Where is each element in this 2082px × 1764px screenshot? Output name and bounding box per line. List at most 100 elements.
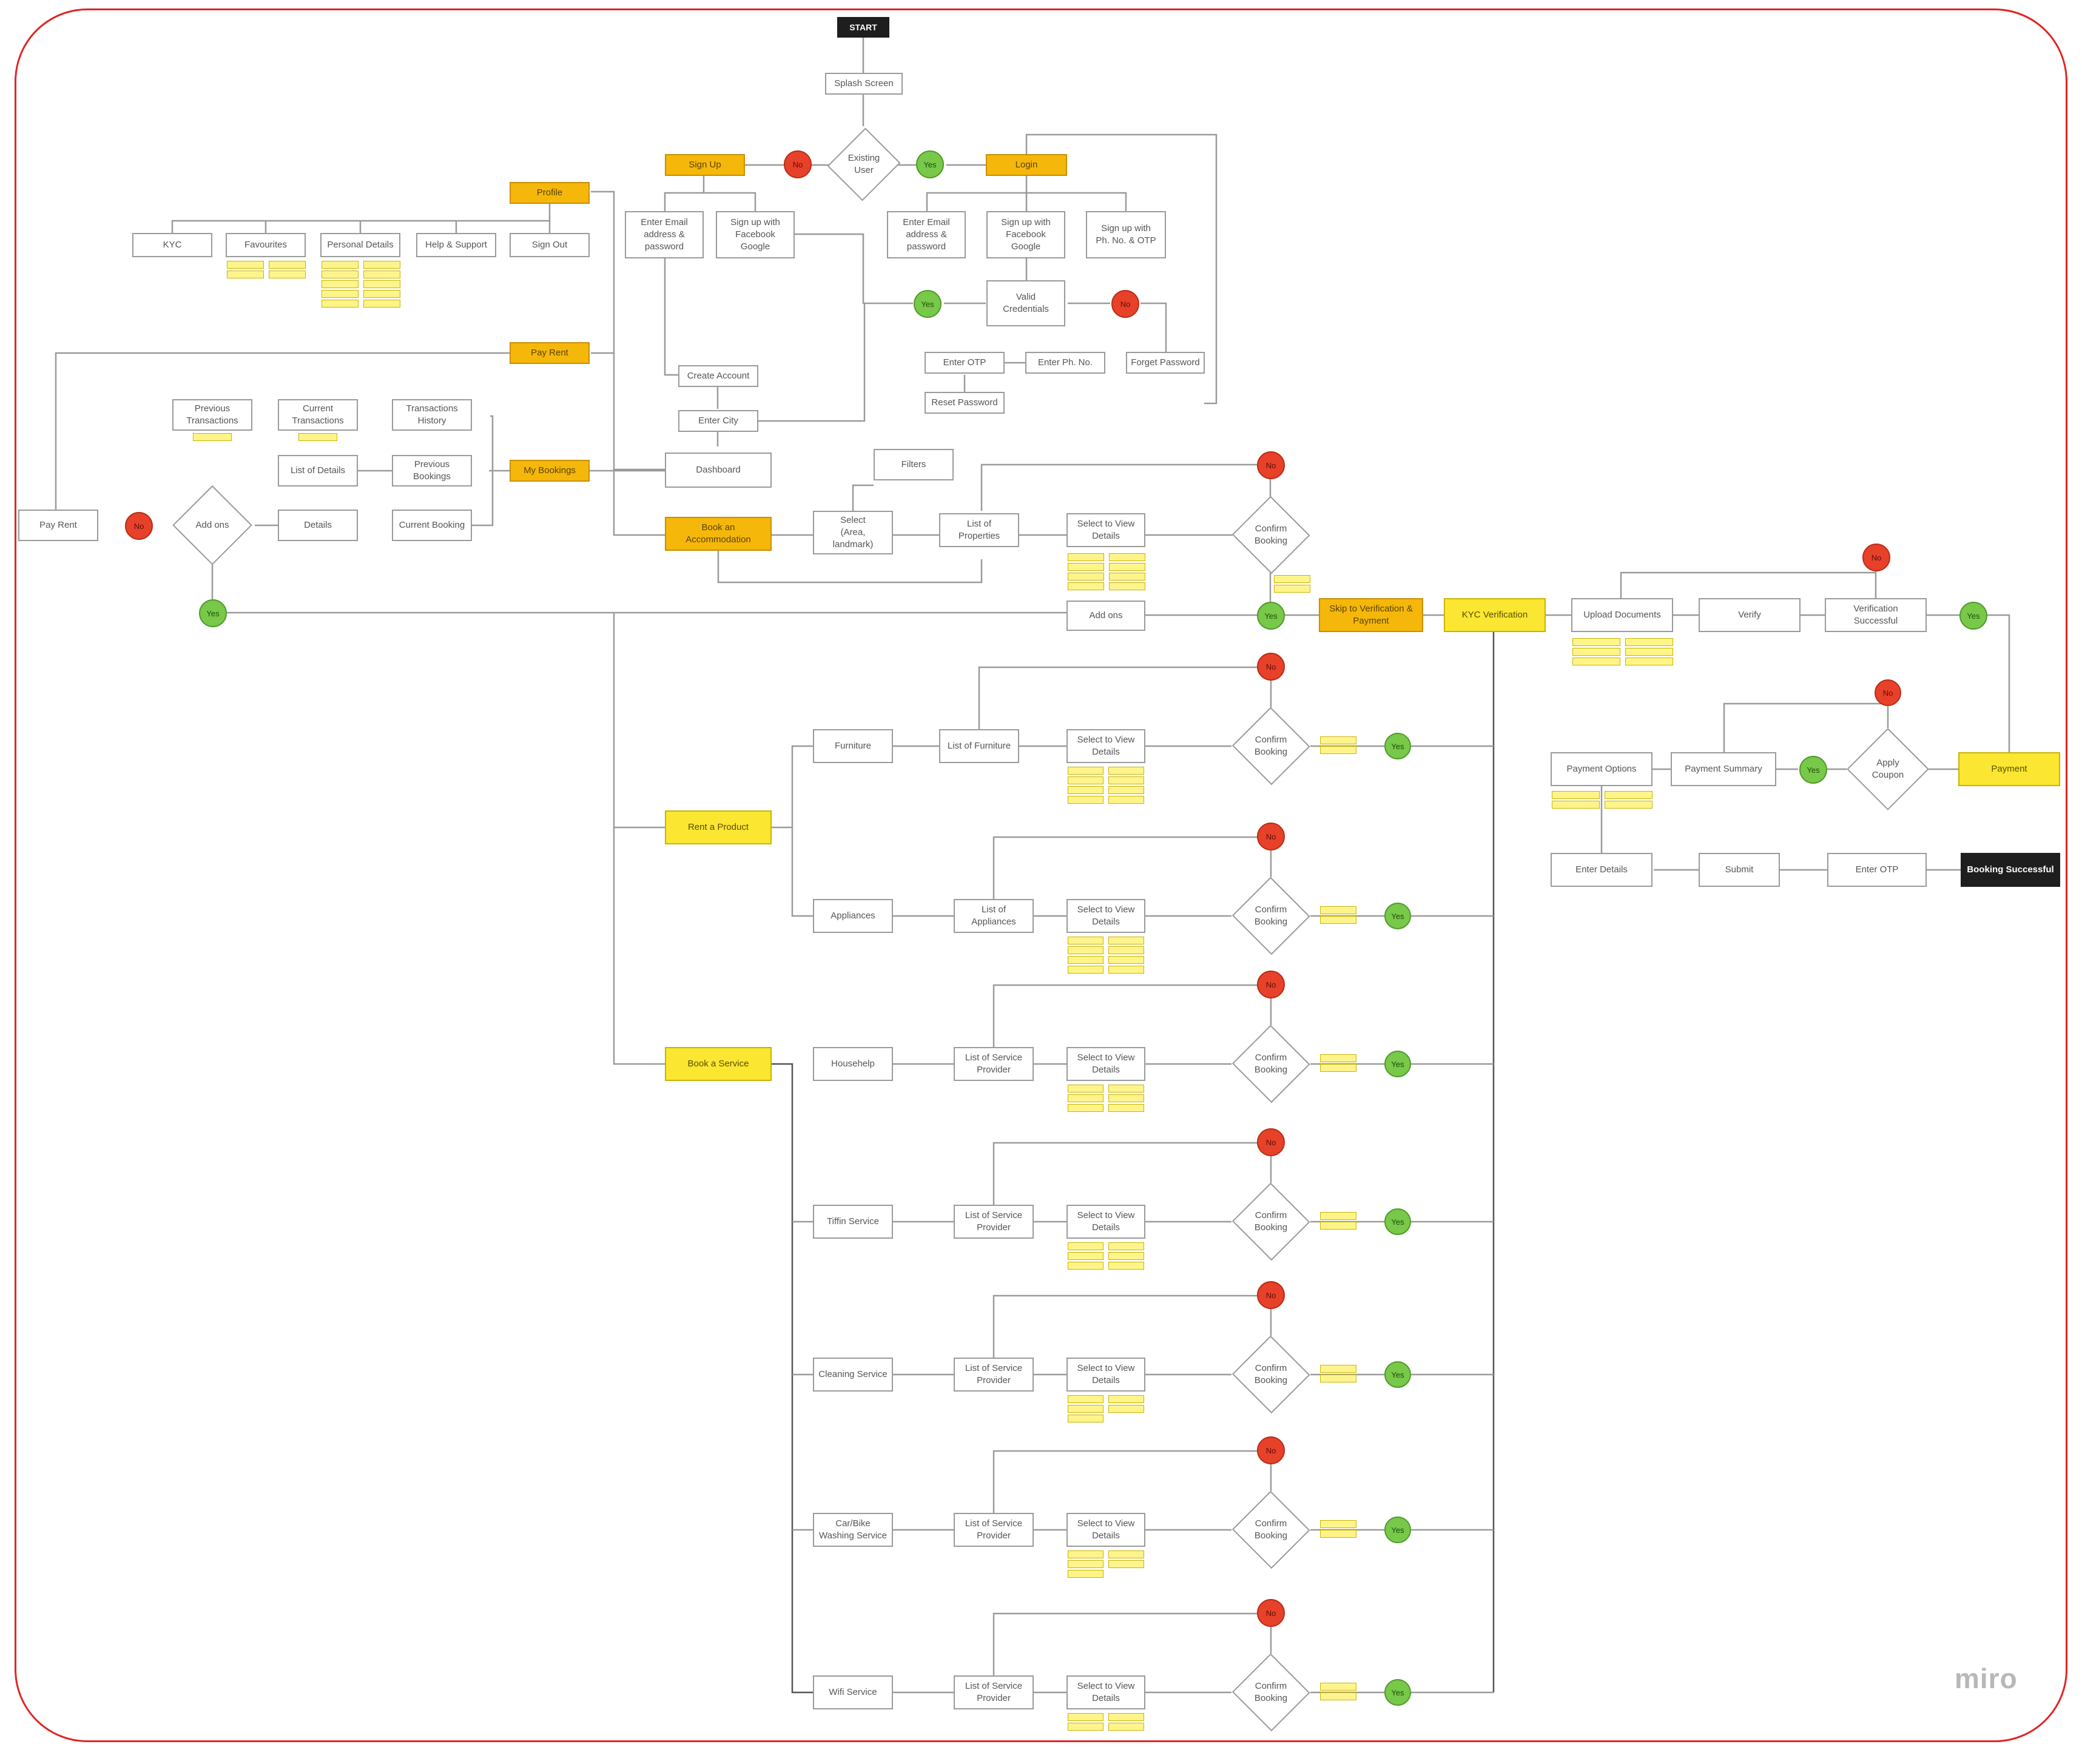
confirm-booking-decision: Confirm Booking xyxy=(1231,1335,1310,1414)
transactions-history-node: Transactions History xyxy=(392,399,472,431)
yes-circle: Yes xyxy=(914,290,942,318)
branch-confirm-notes xyxy=(1320,1212,1356,1230)
filters-node: Filters xyxy=(874,449,954,480)
login-email-node: Enter Email address & password xyxy=(887,211,966,258)
no-circle: No xyxy=(1257,653,1285,681)
no-circle: No xyxy=(1257,1281,1285,1309)
upload-documents-node: Upload Documents xyxy=(1571,598,1673,632)
login-phone-otp-node: Sign up with Ph. No. & OTP xyxy=(1086,211,1166,258)
payment-node: Payment xyxy=(1958,752,2060,786)
book-service-node: Book a Service xyxy=(665,1047,772,1081)
yes-circle: Yes xyxy=(1959,602,1987,630)
confirm-booking-decision: Confirm Booking xyxy=(1231,1182,1310,1261)
personal-details-notes xyxy=(322,261,400,308)
book-accommodation-node: Book an Accommodation xyxy=(665,517,772,551)
branch-select-node: Select to View Details xyxy=(1066,1513,1145,1547)
branch-detail-notes xyxy=(1068,1085,1144,1112)
confirm-booking-decision: Confirm Booking xyxy=(1231,707,1310,786)
add-ons-decision: Add ons xyxy=(172,485,252,565)
apply-coupon-decision: Apply Coupon xyxy=(1847,728,1929,810)
sign-up-node: Sign Up xyxy=(665,154,745,176)
favourites-notes xyxy=(227,261,306,278)
accommodation-details-notes xyxy=(1068,553,1145,590)
login-facebook-google-node: Sign up with Facebook Google xyxy=(986,211,1065,258)
branch-item-node: Wifi Service xyxy=(813,1675,893,1709)
dashboard-node: Dashboard xyxy=(665,453,772,488)
branch-confirm-notes xyxy=(1320,1683,1356,1700)
verification-successful-node: Verification Successful xyxy=(1825,598,1927,632)
no-circle: No xyxy=(784,150,812,178)
branch-item-node: Furniture xyxy=(813,729,893,763)
branch-list-node: List of Furniture xyxy=(939,729,1019,763)
branch-select-node: Select to View Details xyxy=(1066,899,1145,933)
kyc-node: KYC xyxy=(132,233,212,257)
signup-facebook-google-node: Sign up with Facebook Google xyxy=(716,211,795,258)
no-circle: No xyxy=(1257,451,1285,479)
skip-verification-node: Skip to Verification & Payment xyxy=(1319,598,1423,632)
confirm-booking-decision: Confirm Booking xyxy=(1231,1653,1310,1732)
upload-documents-notes xyxy=(1572,638,1673,665)
branch-detail-notes xyxy=(1068,1713,1144,1731)
yes-circle: Yes xyxy=(1384,1517,1411,1543)
add-ons-node: Add ons xyxy=(1066,601,1145,631)
branch-item-node: Appliances xyxy=(813,899,893,933)
yes-circle: Yes xyxy=(1799,756,1827,784)
reset-password-node: Reset Password xyxy=(925,392,1005,414)
payment-options-notes xyxy=(1552,791,1652,809)
my-bookings-node: My Bookings xyxy=(510,460,590,482)
branch-select-node: Select to View Details xyxy=(1066,1205,1145,1239)
branch-detail-notes xyxy=(1068,767,1144,804)
yes-circle: Yes xyxy=(1384,1208,1411,1235)
branch-item-node: Tiffin Service xyxy=(813,1205,893,1239)
yes-circle: Yes xyxy=(1257,602,1285,630)
start-node: START xyxy=(837,17,889,38)
branch-select-node: Select to View Details xyxy=(1066,1675,1145,1709)
yes-circle: Yes xyxy=(199,599,227,627)
select-area-node: Select (Area, landmark) xyxy=(813,511,893,554)
branch-list-node: List of Service Provider xyxy=(954,1358,1034,1392)
enter-otp-node: Enter OTP xyxy=(925,352,1005,374)
curr-trans-notes xyxy=(298,433,337,441)
branch-list-node: List of Service Provider xyxy=(954,1675,1034,1709)
existing-user-decision: Existing User xyxy=(827,126,901,203)
confirm-booking-decision: Confirm Booking xyxy=(1231,1490,1310,1569)
previous-transactions-node: Previous Transactions xyxy=(172,399,252,431)
branch-select-node: Select to View Details xyxy=(1066,729,1145,763)
confirm-notes xyxy=(1274,575,1310,593)
branch-list-node: List of Service Provider xyxy=(954,1047,1034,1081)
payment-summary-node: Payment Summary xyxy=(1671,752,1776,786)
branch-confirm-notes xyxy=(1320,1054,1356,1072)
branch-item-node: Cleaning Service xyxy=(813,1358,893,1392)
enter-otp-payment-node: Enter OTP xyxy=(1827,853,1927,887)
branch-select-node: Select to View Details xyxy=(1066,1358,1145,1392)
favourites-node: Favourites xyxy=(226,233,306,257)
prev-trans-notes xyxy=(193,433,232,441)
branch-select-node: Select to View Details xyxy=(1066,1047,1145,1081)
yes-circle: Yes xyxy=(1384,1051,1411,1077)
enter-city-node: Enter City xyxy=(678,410,758,432)
select-view-details-node: Select to View Details xyxy=(1066,513,1145,547)
branch-item-node: Househelp xyxy=(813,1047,893,1081)
enter-phone-node: Enter Ph. No. xyxy=(1025,352,1105,374)
branch-list-node: List of Service Provider xyxy=(954,1205,1034,1239)
branch-detail-notes xyxy=(1068,1550,1144,1578)
rent-product-node: Rent a Product xyxy=(665,810,772,844)
list-of-details-node: List of Details xyxy=(278,455,358,486)
miro-logo: miro xyxy=(1955,1663,2018,1694)
yes-circle: Yes xyxy=(1384,1361,1411,1388)
personal-details-node: Personal Details xyxy=(320,233,400,257)
branch-detail-notes xyxy=(1068,1242,1144,1270)
yes-circle: Yes xyxy=(1384,733,1411,759)
confirm-booking-decision: Confirm Booking xyxy=(1231,877,1310,955)
enter-details-node: Enter Details xyxy=(1551,853,1652,887)
branch-item-node: Car/Bike Washing Service xyxy=(813,1513,893,1547)
signup-email-node: Enter Email address & password xyxy=(625,211,704,258)
branch-confirm-notes xyxy=(1320,736,1356,754)
yes-circle: Yes xyxy=(916,150,944,178)
branch-confirm-notes xyxy=(1320,906,1356,924)
branch-list-node: List of Appliances xyxy=(954,899,1034,933)
branch-confirm-notes xyxy=(1320,1520,1356,1538)
no-circle: No xyxy=(1875,679,1901,706)
